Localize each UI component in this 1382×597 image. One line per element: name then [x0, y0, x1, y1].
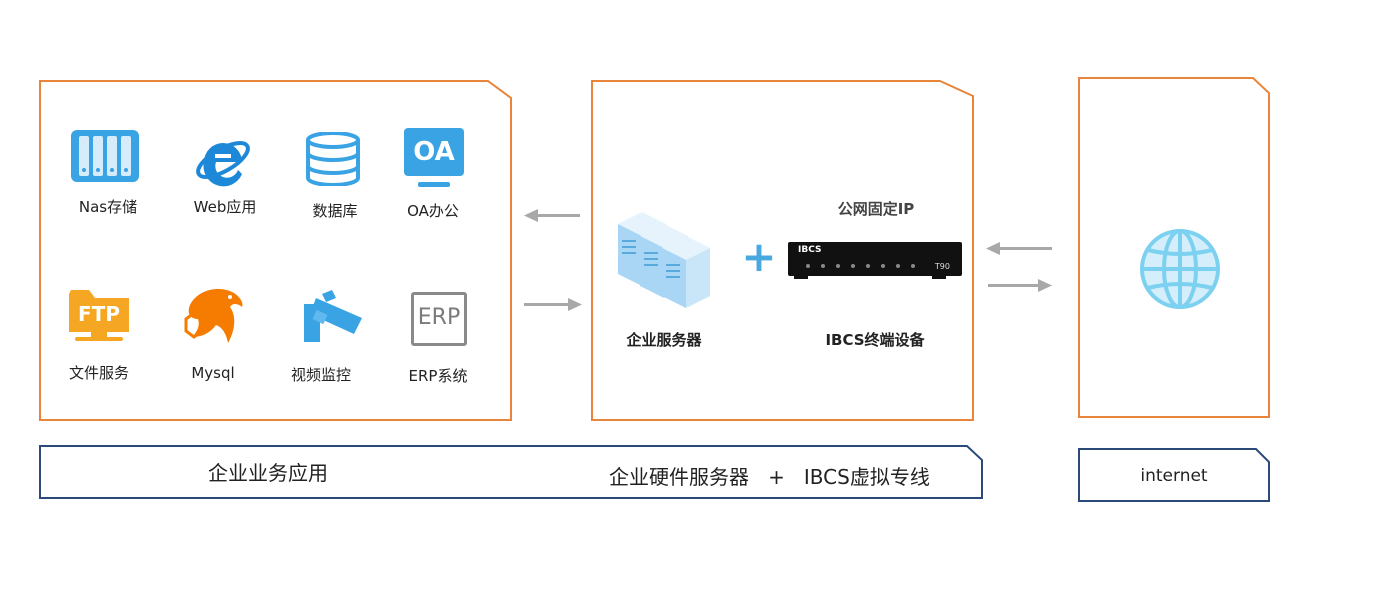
app-label-mysql: Mysql [191, 364, 235, 382]
arrow-from-internet [986, 242, 1052, 255]
arrow-to-servers [524, 298, 582, 311]
bar-label-internet: internet [1140, 466, 1208, 486]
ibcs-device-icon: IBCS T90 [788, 242, 962, 279]
device-model: T90 [934, 262, 950, 271]
app-label-database: 数据库 [312, 202, 358, 220]
nas-storage-icon [71, 130, 139, 182]
server-label: 企业服务器 [626, 331, 702, 349]
plus-sign: + [741, 232, 777, 281]
bar-label-apps: 企业业务应用 [208, 461, 328, 485]
bottom-bar-internet [1078, 448, 1270, 502]
app-label-nas: Nas存储 [78, 198, 138, 216]
public-ip-label: 公网固定IP [837, 200, 915, 218]
oa-text: OA [404, 128, 464, 176]
app-label-erp: ERP系统 [408, 367, 468, 385]
mysql-dolphin-icon [184, 289, 243, 343]
camera-icon [304, 290, 362, 342]
erp-text: ERP [417, 305, 461, 330]
enterprise-apps-box [39, 80, 512, 421]
app-label-web: Web应用 [193, 198, 257, 216]
ftp-text: FTP [78, 302, 120, 326]
server-stack-icon [618, 212, 710, 308]
arrow-to-internet [988, 279, 1052, 292]
database-icon [306, 132, 360, 186]
ftp-folder-icon: FTP [67, 286, 131, 342]
device-label: IBCS终端设备 [825, 331, 925, 349]
bar-label-hardware: 企业硬件服务器 + IBCS虚拟专线 [609, 465, 930, 489]
ie-browser-icon [196, 141, 250, 187]
device-brand: IBCS [798, 245, 822, 255]
arrow-to-apps [524, 209, 580, 222]
hardware-box [591, 80, 974, 421]
globe-icon [1140, 229, 1220, 309]
app-label-ftp: 文件服务 [68, 364, 129, 382]
app-label-camera: 视频监控 [290, 366, 351, 384]
oa-monitor-icon: OA [404, 128, 464, 188]
bottom-bar-left [39, 445, 983, 499]
app-label-oa: OA办公 [407, 202, 459, 220]
erp-icon: ERP [411, 292, 467, 346]
